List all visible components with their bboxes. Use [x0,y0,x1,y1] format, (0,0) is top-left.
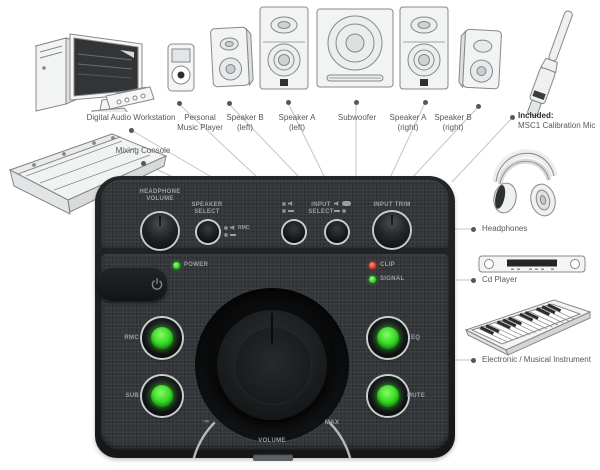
keyboard-illustration [464,299,592,356]
power-button[interactable] [97,267,167,301]
callout-dot [475,103,481,109]
input-trim-knob[interactable] [374,212,410,248]
rmc-button-label: RMC [124,335,139,341]
mute-button-light [377,385,399,407]
input-b-indicators [334,200,351,214]
led-dot-icon [342,208,346,213]
volume-max-label: MAX [324,420,340,426]
rmc-indicator-label: RMC [238,224,250,231]
mono-line-icon [288,209,294,212]
volume-arc [192,421,352,458]
callout-dot [140,160,146,166]
stereo-pill-icon [342,201,351,206]
callout-subwoofer: Subwoofer [337,113,377,122]
power-led [173,262,180,269]
callout-calibration-mic: Included: MSC1 Calibration Mic [518,111,596,130]
callout-dot [422,99,428,105]
speaker-b-right-illustration [458,28,502,90]
rmc-button-light [151,327,173,349]
callout-daw: Digital Audio Workstation [86,113,176,122]
calibration-mic-illustration [527,10,573,117]
callout-instrument: Electronic / Musical Instrument [482,355,591,364]
daw-illustration [34,33,155,112]
callout-dot [470,277,476,283]
volume-label: VOLUME [258,438,286,444]
speaker-icon [230,225,235,230]
callout-dot [353,99,359,105]
speaker-icon [288,201,293,206]
headphone-volume-knob[interactable] [142,213,178,249]
sub-button-light [151,385,173,407]
rmc-button[interactable] [142,318,182,358]
clip-led [369,262,376,269]
callout-dot [285,99,291,105]
volume-min-label: -∞ [202,419,210,425]
sub-button[interactable] [142,376,182,416]
power-led-label: POWER [184,262,209,268]
signal-led [369,276,376,283]
callout-headphones: Headphones [482,224,528,233]
callout-speaker-a-left: Speaker A (left) [278,113,316,132]
callout-mixing-console: Mixing Console [115,146,171,155]
volume-knob-pointer-icon [271,313,273,344]
speaker-icon [334,201,339,206]
callout-speaker-b-right: Speaker B (right) [434,113,472,132]
subwoofer-illustration [316,8,394,88]
headphone-volume-label: HEADPHONE VOLUME [139,189,181,203]
callout-dot [128,127,134,133]
input-select-label: INPUT SELECT [308,202,334,216]
volume-knob-face [234,327,312,405]
mute-button-label: MUTE [407,393,426,399]
input-select-button-a[interactable] [283,221,305,243]
signal-led-label: SIGNAL [380,276,405,282]
speaker-select-label: SPEAKER SELECT [191,202,223,216]
power-icon [151,278,163,290]
bottom-connector-tab [253,454,293,461]
callout-personal-music-player: Personal Music Player [177,113,223,132]
led-dot-icon [282,208,286,213]
callout-speaker-b-left: Speaker B (left) [226,113,264,132]
callout-dot [226,100,232,106]
music-player-illustration [167,43,195,92]
eq-button-light [377,327,399,349]
mono-line-icon [230,233,236,236]
cd-player-illustration [478,255,586,273]
callout-speaker-a-right: Speaker A (right) [389,113,427,132]
callout-dot [509,114,515,120]
speaker-select-button[interactable] [197,221,219,243]
headphones-illustration [492,149,558,217]
speaker-a-right-illustration [399,6,449,90]
led-dot-icon [282,201,286,206]
speaker-select-indicators: RMC [224,224,252,238]
eq-button[interactable] [368,318,408,358]
led-dot-icon [224,232,228,237]
speaker-a-left-illustration [259,6,309,90]
callout-dot [176,100,182,106]
input-a-indicators [282,200,294,214]
monitor-controller: HEADPHONE VOLUME SPEAKER SELECT RMC INPU… [95,176,455,461]
clip-led-label: CLIP [380,262,395,268]
callout-dot [470,357,476,363]
led-dot-icon [224,225,228,230]
mono-line-icon [334,209,340,212]
input-select-button-b[interactable] [326,221,348,243]
mute-button[interactable] [368,376,408,416]
eq-button-label: EQ [411,335,421,341]
callout-dot [470,226,476,232]
speaker-b-left-illustration [210,26,254,88]
input-trim-label: INPUT TRIM [373,202,411,208]
sub-button-label: SUB [125,393,139,399]
callout-cd-player: Cd Player [482,275,518,284]
